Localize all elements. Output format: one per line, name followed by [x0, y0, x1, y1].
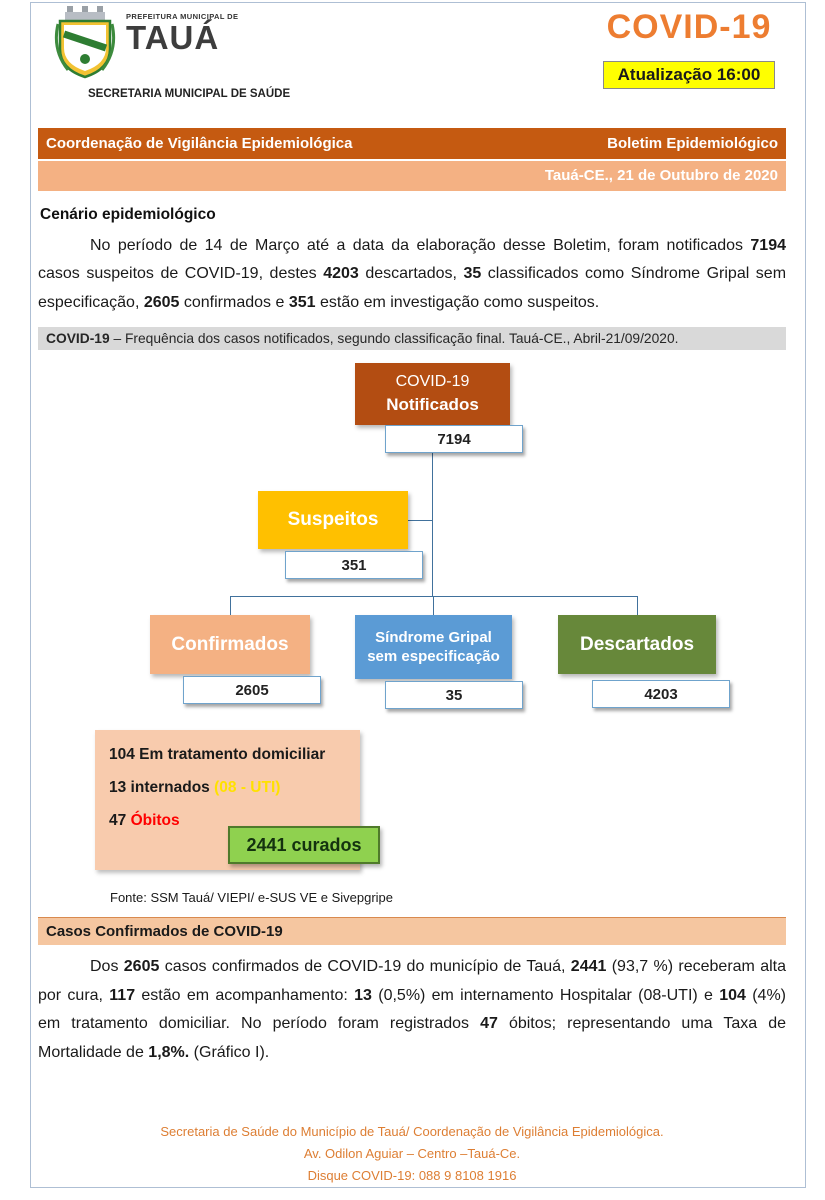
chart-caption-bar: COVID-19 – Frequência dos casos notifica…: [38, 327, 786, 351]
value-suspeitos: 351: [285, 551, 423, 580]
footer: Secretaria de Saúde do Município de Tauá…: [38, 1121, 786, 1187]
city-seal-icon: [54, 4, 116, 85]
treatment-domiciliar-line: 104 Em tratamento domiciliar: [109, 746, 326, 764]
value-descartados: 4203: [592, 680, 730, 709]
logo-text: PREFEITURA MUNICIPAL DE TAUÁ: [126, 4, 238, 56]
footer-line-address: Av. Odilon Aguiar – Centro –Tauá-Ce.: [303, 1146, 521, 1162]
page-border: [30, 2, 806, 1188]
logo-group: PREFEITURA MUNICIPAL DE TAUÁ: [54, 4, 238, 85]
treatment-internados-line: 13 internados (08 - UTI): [109, 779, 281, 797]
bulletin-label: Boletim Epidemiológico: [607, 135, 778, 152]
node-notificados-label: Notificados: [386, 395, 479, 415]
header: PREFEITURA MUNICIPAL DE TAUÁ SECRETARIA …: [38, 0, 786, 128]
node-descartados-label: Descartados: [579, 633, 695, 655]
node-sindrome-gripal: Síndrome Gripal sem especificação: [355, 615, 512, 680]
update-time-badge: Atualização 16:00: [602, 61, 776, 89]
node-notificados: COVID-19 Notificados: [355, 363, 510, 426]
connector-line: [432, 425, 433, 597]
date-label: Tauá-CE., 21 de Outubro de 2020: [544, 167, 778, 184]
connector-line: [230, 596, 231, 616]
cases-flowchart: COVID-19 Notificados 7194 Suspeitos 351 …: [38, 358, 786, 872]
covid-title: COVID-19: [606, 8, 772, 46]
confirmed-section-bar: Casos Confirmados de COVID-19: [38, 917, 786, 946]
curados-box: 2441 curados: [228, 826, 380, 865]
value-notificados: 7194: [385, 425, 523, 454]
value-sindrome: 35: [385, 681, 523, 710]
node-suspeitos: Suspeitos: [258, 491, 408, 550]
node-sindrome-line2: sem especificação: [367, 648, 500, 666]
node-confirmados-label: Confirmados: [171, 633, 289, 655]
source-label: Fonte: SSM Tauá/ VIEPI/ e-SUS VE e Sivep…: [110, 890, 394, 906]
footer-line-secretaria: Secretaria de Saúde do Município de Tauá…: [160, 1124, 664, 1140]
connector-line: [408, 520, 432, 522]
footer-line-phone: Disque COVID-19: 088 9 8108 1916: [307, 1168, 517, 1184]
connector-line: [637, 596, 638, 616]
city-name: TAUÁ: [126, 19, 220, 56]
coordination-bar: Coordenação de Vigilância Epidemiológica…: [38, 128, 786, 159]
node-suspeitos-label: Suspeitos: [287, 509, 379, 531]
coordination-label: Coordenação de Vigilância Epidemiológica: [46, 135, 353, 152]
node-confirmados: Confirmados: [150, 615, 310, 675]
node-sindrome-line1: Síndrome Gripal: [375, 628, 492, 646]
node-notificados-title: COVID-19: [395, 373, 470, 391]
treatment-obitos-line: 47 Óbitos: [109, 812, 180, 830]
secretaria-label: SECRETARIA MUNICIPAL DE SAÚDE: [88, 88, 291, 100]
scenario-paragraph: No período de 14 de Março até a data da …: [38, 237, 787, 311]
header-right-group: COVID-19 Atualização 16:00: [594, 8, 784, 89]
date-bar: Tauá-CE., 21 de Outubro de 2020: [38, 161, 786, 191]
connector-line: [433, 596, 434, 616]
scenario-heading: Cenário epidemiológico: [40, 206, 216, 223]
value-confirmados: 2605: [183, 676, 321, 705]
bulletin-page: PREFEITURA MUNICIPAL DE TAUÁ SECRETARIA …: [38, 0, 786, 1188]
prefeitura-label: PREFEITURA MUNICIPAL DE: [126, 12, 239, 21]
confirmed-paragraph: Dos 2605 casos confirmados de COVID-19 d…: [38, 958, 786, 1061]
node-descartados: Descartados: [558, 615, 716, 675]
